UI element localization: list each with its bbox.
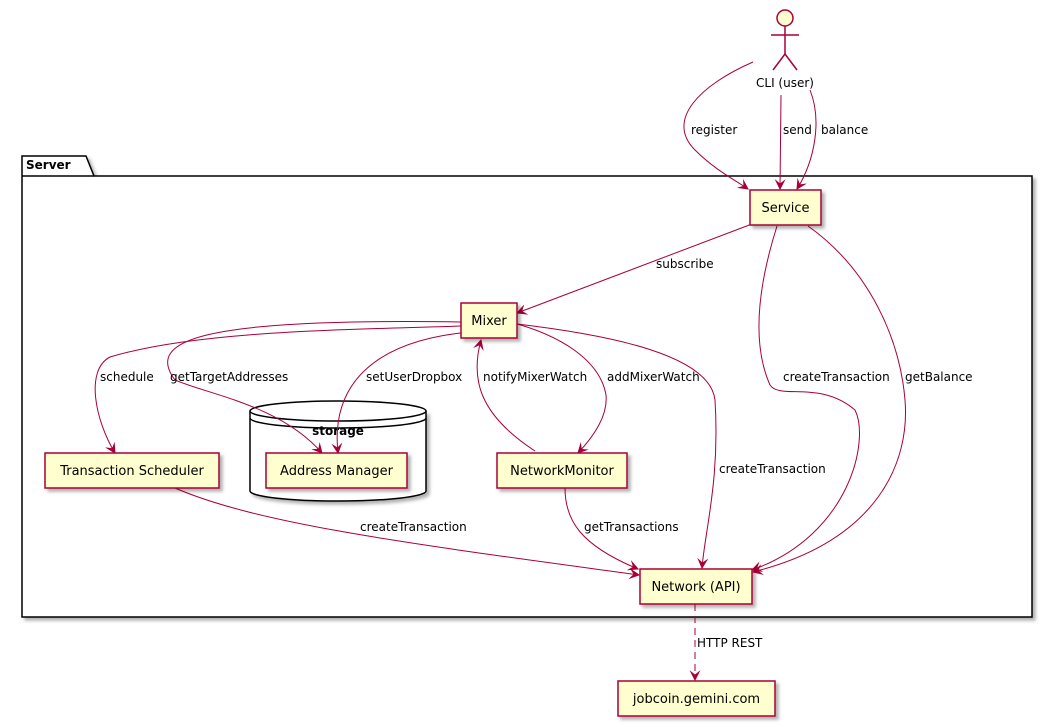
jobcoin-label: jobcoin.gemini.com	[632, 692, 760, 707]
edges	[94, 61, 907, 682]
edge-create-transaction-mixer	[516, 323, 717, 570]
edge-add-mixer-watch	[509, 321, 607, 454]
network-monitor-node[interactable]: NetworkMonitor	[496, 452, 628, 489]
server-package-label: Server	[26, 158, 71, 172]
mixer-node[interactable]: Mixer	[460, 302, 518, 339]
edge-create-transaction-service	[750, 225, 860, 572]
label-http-rest: HTTP REST	[697, 636, 763, 650]
edge-labels: register send balance subscribe schedule…	[100, 123, 973, 650]
address-manager-node[interactable]: Address Manager	[265, 452, 408, 489]
label-create-transaction-mixer: createTransaction	[719, 462, 826, 476]
edge-create-transaction-scheduler	[174, 487, 641, 580]
storage-label: storage	[312, 424, 364, 438]
label-schedule: schedule	[100, 370, 154, 384]
network-monitor-label: NetworkMonitor	[510, 464, 614, 479]
server-package: Server	[21, 155, 1033, 618]
label-create-transaction-scheduler: createTransaction	[360, 520, 467, 534]
edge-notify-mixer-watch	[473, 338, 536, 452]
edge-get-transactions	[564, 487, 640, 571]
transaction-scheduler-label: Transaction Scheduler	[59, 464, 204, 479]
cli-user-actor	[771, 9, 799, 71]
actor-head-icon	[776, 9, 794, 27]
label-add-mixer-watch: addMixerWatch	[607, 370, 700, 384]
label-get-transactions: getTransactions	[584, 520, 679, 534]
edge-get-target-addresses	[167, 321, 462, 454]
label-notify-mixer-watch: notifyMixerWatch	[483, 370, 587, 384]
label-subscribe: subscribe	[656, 257, 714, 271]
label-register: register	[691, 123, 737, 137]
service-node[interactable]: Service	[749, 189, 822, 226]
edge-set-user-dropbox	[331, 331, 471, 455]
actor-label: CLI (user)	[756, 76, 814, 90]
label-send: send	[783, 123, 812, 137]
label-set-user-dropbox: setUserDropbox	[366, 370, 462, 384]
jobcoin-node[interactable]: jobcoin.gemini.com	[617, 680, 776, 717]
edge-send	[774, 94, 786, 191]
edge-register	[683, 61, 754, 190]
mixer-label: Mixer	[471, 314, 507, 329]
edge-balance	[796, 89, 817, 190]
service-label: Service	[761, 201, 809, 216]
label-balance: balance	[821, 123, 868, 137]
transaction-scheduler-node[interactable]: Transaction Scheduler	[44, 452, 220, 489]
label-get-target-addresses: getTargetAddresses	[170, 370, 288, 384]
edge-subscribe	[515, 223, 753, 315]
edge-schedule	[94, 325, 462, 454]
label-create-transaction-service: createTransaction	[783, 370, 890, 384]
edge-get-balance	[751, 225, 907, 575]
address-manager-label: Address Manager	[280, 464, 394, 479]
network-api-label: Network (API)	[651, 580, 740, 595]
network-api-node[interactable]: Network (API)	[639, 568, 753, 605]
label-get-balance: getBalance	[905, 370, 973, 384]
